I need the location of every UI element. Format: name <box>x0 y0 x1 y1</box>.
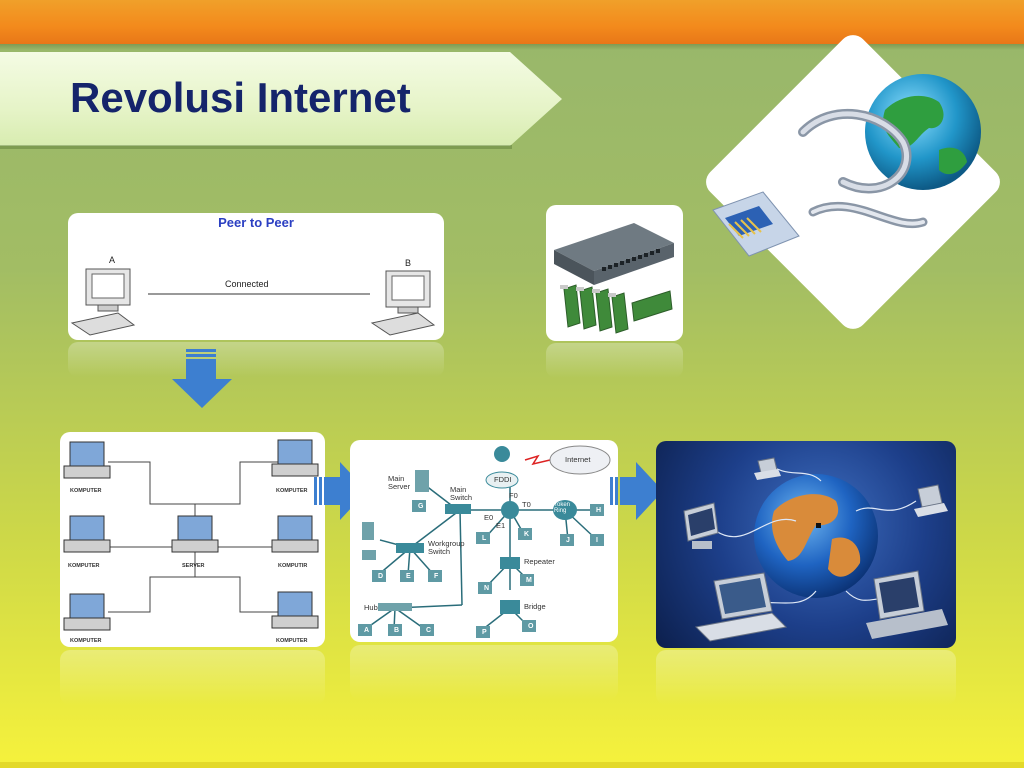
node-letter: O <box>528 623 534 630</box>
workgroup-switch-label: Workgroup Switch <box>428 539 465 556</box>
laptop-icon <box>694 572 788 642</box>
computer-icon <box>63 441 111 479</box>
down-arrow-icon <box>172 349 232 408</box>
title-banner <box>0 52 562 146</box>
node-b-label: B <box>405 258 412 268</box>
hub-icon <box>378 603 412 611</box>
page-title: Revolusi Internet <box>70 74 411 121</box>
switch-photo-reflection <box>546 343 683 378</box>
node-letter: P <box>482 629 487 636</box>
main-server-icon <box>415 470 429 492</box>
earth-icon <box>754 474 878 598</box>
right-arrow-icon <box>610 462 663 520</box>
main-switch-icon <box>445 504 471 514</box>
title-banner-shadow <box>0 145 512 149</box>
computer-label: KOMPUTIR <box>278 563 308 569</box>
main-server-label: Main Server <box>388 474 411 491</box>
server-icon <box>171 515 219 553</box>
bottom-bar <box>0 762 1024 768</box>
computer-icon <box>271 439 319 477</box>
rj45-connector-icon <box>712 191 800 257</box>
node-letter: B <box>394 627 400 634</box>
top-bar-shadow <box>0 44 1024 50</box>
node-letter: H <box>596 507 602 514</box>
client-server-diagram: KOMPUTER KOMPUTER KOMPUTER SERVER KOMPUT… <box>60 432 325 647</box>
repeater-icon <box>500 557 520 569</box>
computer-label: KOMPUTER <box>276 488 308 494</box>
laptop-icon <box>754 457 781 480</box>
node-letter: N <box>484 585 490 592</box>
network-topology-reflection <box>350 645 618 700</box>
node-letter: L <box>482 535 487 542</box>
node-letter: E <box>406 573 411 580</box>
node-letter: C <box>426 627 432 634</box>
internet-cloud-icon <box>549 445 611 475</box>
server-icon <box>362 522 374 540</box>
f0-label: F0 <box>509 491 518 500</box>
router-icon <box>501 501 519 519</box>
node-letter: G <box>418 503 424 510</box>
computer-a-icon <box>70 268 136 336</box>
token-ring-label: Token Ring <box>554 502 571 515</box>
node-letter: I <box>596 537 598 544</box>
link-label: Connected <box>225 279 269 289</box>
node-letter: J <box>566 537 570 544</box>
computer-b-icon <box>370 270 436 336</box>
network-topology-diagram: Main Server Main Switch FDDI Internet F0… <box>350 440 618 642</box>
repeater-label: Repeater <box>524 557 555 566</box>
token-ring-icon <box>553 500 577 520</box>
node-a-label: A <box>109 255 116 265</box>
bridge-icon <box>500 600 520 614</box>
globe-cable-photo <box>700 29 1006 335</box>
peer-to-peer-reflection <box>68 342 444 377</box>
device-icon <box>362 550 376 560</box>
computer-icon <box>63 515 111 553</box>
client-server-reflection <box>60 650 325 705</box>
internet-globe-reflection <box>656 650 956 705</box>
main-switch-label: Main Switch <box>450 485 473 502</box>
computer-label: KOMPUTER <box>276 638 308 644</box>
e1-label: E1 <box>496 521 506 530</box>
node-letter: M <box>526 577 532 584</box>
node-letter: F <box>434 573 439 580</box>
server-label: SERVER <box>182 563 205 569</box>
workgroup-switch-icon <box>396 543 424 553</box>
peer-to-peer-drawing <box>70 268 436 336</box>
computer-icon <box>271 515 319 553</box>
computer-label: KOMPUTER <box>68 563 100 569</box>
computer-label: KOMPUTER <box>70 488 102 494</box>
switch-and-nic-photo <box>546 205 683 341</box>
node-letter: D <box>378 573 384 580</box>
desktop-computer-icon <box>866 570 948 639</box>
workstation-icons <box>358 500 604 638</box>
peer-to-peer-diagram: Peer to Peer A B Connected <box>68 213 444 340</box>
router-icon <box>494 446 510 462</box>
e0-label: E0 <box>484 513 494 522</box>
t0-label: T0 <box>522 500 531 509</box>
computer-icon <box>63 593 111 631</box>
laptop-icon <box>914 484 948 517</box>
fddi-ring-icon <box>485 471 519 489</box>
bridge-label: Bridge <box>524 602 546 611</box>
internet-label: Internet <box>565 455 591 464</box>
node-letter: K <box>524 531 530 538</box>
node-letter: A <box>364 627 370 634</box>
internet-globe-illustration <box>656 441 956 648</box>
computer-icon <box>271 591 319 629</box>
peer-to-peer-title: Peer to Peer <box>218 215 294 230</box>
fddi-label: FDDI <box>494 475 512 484</box>
desktop-computer-icon <box>683 502 719 549</box>
computer-label: KOMPUTER <box>70 638 102 644</box>
hub-label: Hub <box>364 603 378 612</box>
